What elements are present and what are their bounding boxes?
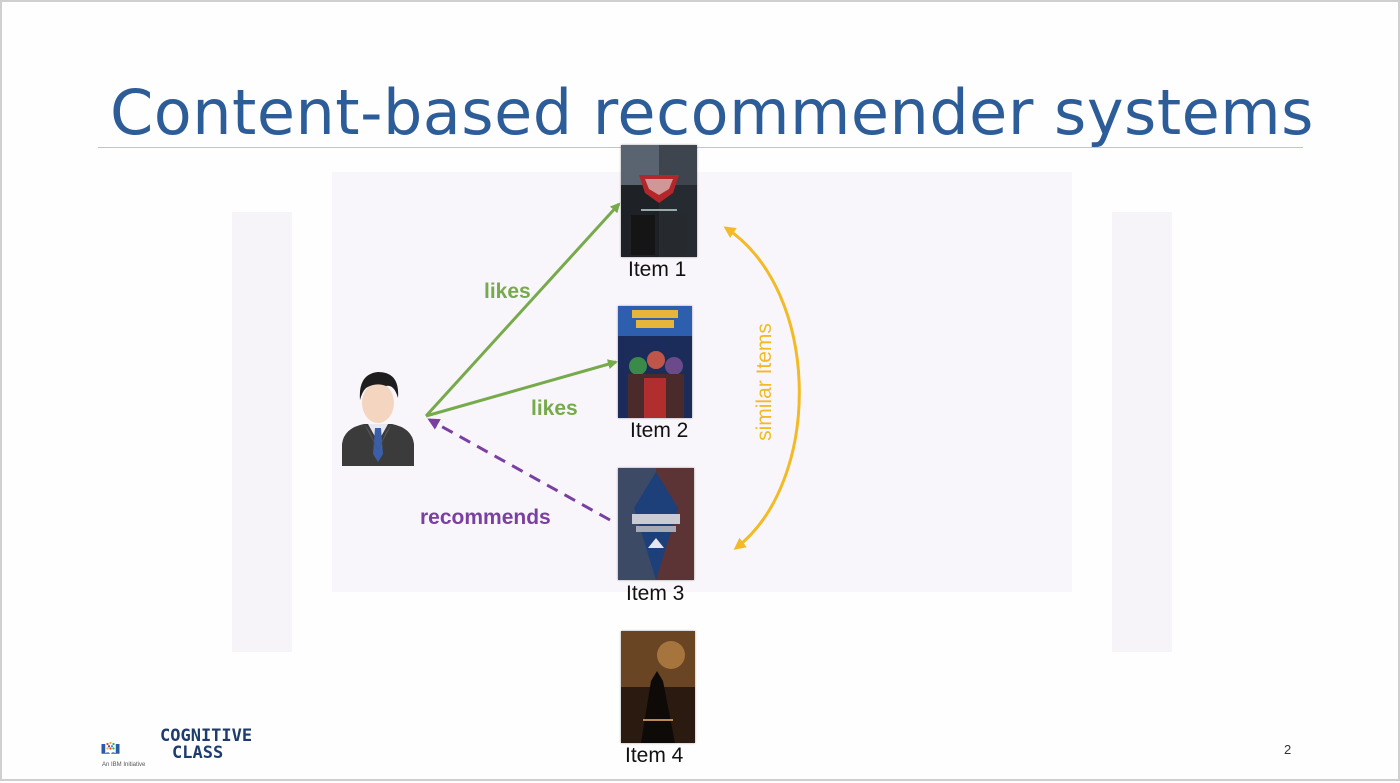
item3-label: Item 3 <box>626 582 685 605</box>
title-divider <box>98 147 1303 148</box>
logo-wordmark: COGNITIVE CLASS <box>160 728 252 762</box>
edge-recommends <box>427 418 611 522</box>
recommends-label: recommends <box>420 506 551 529</box>
edge-likes-item1 <box>424 202 621 418</box>
edge-similar-items <box>723 226 801 550</box>
similar-items-label: similar Items <box>753 323 776 441</box>
cognitive-class-logo <box>101 741 120 754</box>
logo-line2: CLASS <box>172 743 224 763</box>
edge-likes-item2 <box>425 359 618 418</box>
logo-tagline: An IBM Initiative <box>102 762 146 768</box>
item1-poster <box>621 145 697 257</box>
item2-label: Item 2 <box>630 419 689 442</box>
slide-title: Content-based recommender systems <box>110 76 1314 149</box>
likes-label-1: likes <box>484 280 531 303</box>
page-number: 2 <box>1284 742 1292 757</box>
item4-label: Item 4 <box>625 744 684 767</box>
logo-line1: COGNITIVE <box>160 726 253 746</box>
user-avatar-icon <box>342 372 414 466</box>
item2-poster <box>618 306 692 418</box>
item3-poster <box>618 468 694 580</box>
item1-label: Item 1 <box>628 258 687 281</box>
likes-label-2: likes <box>531 397 578 420</box>
item4-poster <box>621 631 695 743</box>
